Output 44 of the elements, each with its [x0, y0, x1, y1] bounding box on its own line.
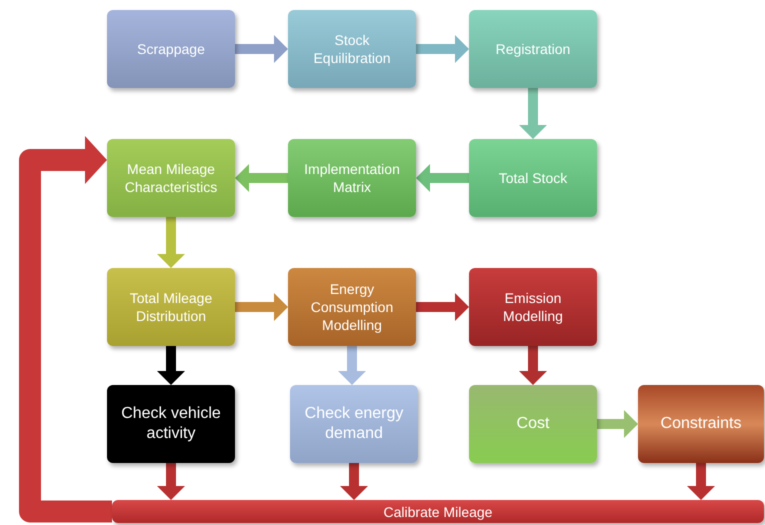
process-box: [288, 139, 416, 217]
block-arrow: [340, 463, 368, 500]
process-box: [107, 10, 235, 88]
process-box: [469, 10, 597, 88]
block-arrow: [235, 293, 288, 321]
process-box: [469, 385, 597, 463]
block-arrow: [416, 164, 469, 192]
block-arrow: [235, 164, 288, 192]
block-arrow: [157, 346, 185, 385]
block-arrow: [687, 463, 715, 500]
block-arrow: [519, 346, 547, 385]
node-label: Energy Consumption Modelling: [310, 280, 394, 334]
node-label: Stock Equilibration: [312, 31, 392, 67]
node-label: Check vehicle activity: [120, 404, 222, 444]
process-box: [107, 268, 235, 346]
node-label: Implementation Matrix: [303, 160, 401, 196]
process-box: [469, 268, 597, 346]
node-label: Scrappage: [137, 40, 205, 58]
node-label: Total Stock: [498, 169, 568, 187]
node-label: Registration: [496, 40, 570, 58]
block-arrow: [597, 410, 638, 438]
block-arrow: [235, 35, 288, 63]
process-box: [288, 10, 416, 88]
feedback-arrow: [19, 136, 112, 522]
calibration-bar: [112, 500, 764, 523]
process-box: [638, 385, 764, 463]
process-box: [107, 139, 235, 217]
node-label: Cost: [516, 414, 550, 434]
node-label: Emission Modelling: [502, 289, 564, 325]
process-box: [469, 139, 597, 217]
block-arrow: [519, 88, 547, 139]
process-box: [107, 385, 235, 463]
block-arrow: [338, 346, 366, 385]
block-arrow: [416, 293, 469, 321]
process-box: [290, 385, 418, 463]
node-label: Constraints: [660, 414, 742, 434]
node-label: Mean Mileage Characteristics: [124, 160, 218, 196]
node-label: Check energy demand: [304, 404, 404, 444]
block-arrow: [157, 463, 185, 500]
process-box: [288, 268, 416, 346]
block-arrow: [416, 35, 469, 63]
node-label: Calibrate Mileage: [384, 502, 492, 520]
node-label: Total Mileage Distribution: [128, 289, 214, 325]
block-arrow: [157, 217, 185, 268]
